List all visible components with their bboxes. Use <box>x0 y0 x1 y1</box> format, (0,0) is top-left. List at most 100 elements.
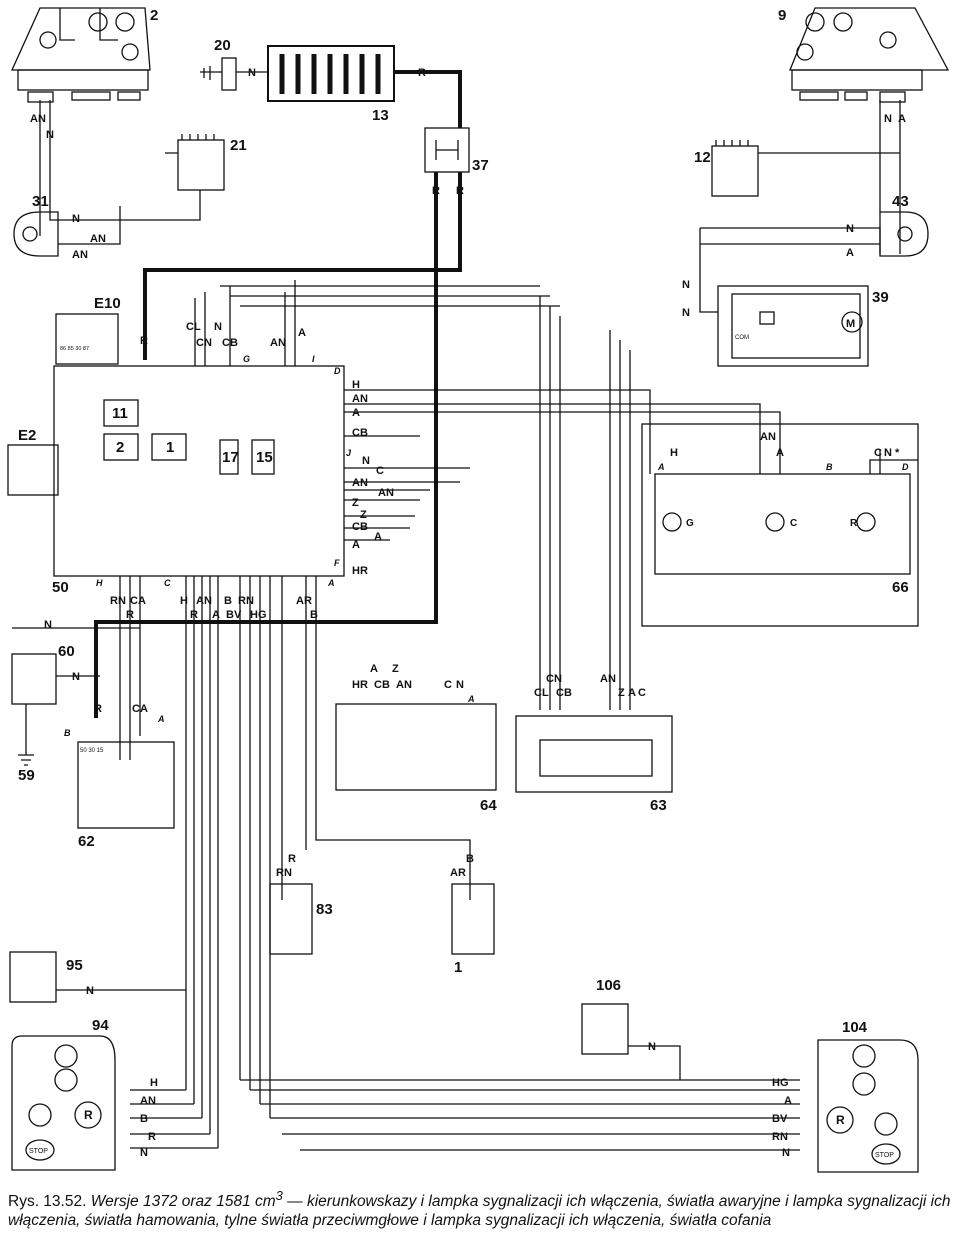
wire-hg2: HG <box>772 1077 789 1089</box>
wire-n12: N <box>846 223 854 235</box>
wire-a9: A <box>628 687 636 699</box>
conn-a3: A <box>467 694 475 704</box>
wire-a11: A <box>846 247 854 259</box>
label-31: 31 <box>32 193 49 210</box>
label-62: 62 <box>78 833 95 850</box>
wire-c: C <box>376 465 384 477</box>
reversing-light-switch-1 <box>451 883 495 955</box>
label-63: 63 <box>650 797 667 814</box>
wire-r6: R <box>94 703 102 715</box>
conn-b2: B <box>64 728 71 738</box>
wiring-diagram: 2 9 20 13 21 12 37 31 43 39 E10 E2 50 66… <box>7 7 950 1173</box>
flasher-unit-39 <box>717 285 869 367</box>
wire-z4: Z <box>618 687 625 699</box>
ground-connector-20 <box>200 57 268 91</box>
label-E10: E10 <box>94 295 121 312</box>
label-1: 1 <box>454 959 462 976</box>
wire-an7: AN <box>196 595 212 607</box>
caption-superscript: 3 <box>275 1188 283 1203</box>
wire-a6: A <box>776 447 784 459</box>
wire-a2: A <box>298 327 306 339</box>
wire-n9: N <box>140 1147 148 1159</box>
wire-c2: C <box>874 447 882 459</box>
E2-unit <box>7 444 59 496</box>
figure-caption: Rys. 13.52. Wersje 1372 oraz 1581 cm3 — … <box>8 1186 954 1230</box>
wire-an3: AN <box>352 393 368 405</box>
ignition-pins: 50 30 15 <box>80 748 104 754</box>
lamp-r: R <box>850 518 858 529</box>
steering-column-switch-50 <box>53 365 345 577</box>
wire-ca: CA <box>130 595 146 607</box>
wire-a3: A <box>352 407 360 419</box>
wire-n: N <box>46 129 54 141</box>
label-60: 60 <box>58 643 75 660</box>
battery-13 <box>267 45 462 128</box>
lamp-c: C <box>790 518 797 529</box>
sensor-60 <box>11 653 57 705</box>
wire-an5: AN <box>378 487 394 499</box>
label-39: 39 <box>872 289 889 306</box>
wire-an4: AN <box>352 477 368 489</box>
reverse-r-left: R <box>84 1108 93 1122</box>
wire-b3: B <box>466 853 474 865</box>
conn-h: H <box>96 578 103 588</box>
label-E2: E2 <box>18 427 36 444</box>
wire-cb: CB <box>222 337 238 349</box>
label-37: 37 <box>472 157 489 174</box>
wire-n2: N <box>214 321 222 333</box>
label-66: 66 <box>892 579 909 596</box>
wire-hr: HR <box>352 565 368 577</box>
wire-r-bat: R <box>418 67 426 79</box>
wire-hr2: HR <box>352 679 368 691</box>
stop-left: STOP <box>29 1148 48 1155</box>
wire-b: B <box>224 595 232 607</box>
label-11: 11 <box>112 405 128 422</box>
relay-pins: 86 85 30 87 <box>60 346 89 352</box>
wire-cn2: CN <box>546 673 562 685</box>
wire-c3: C <box>444 679 452 691</box>
label-94: 94 <box>92 1017 109 1034</box>
wire-r3: R <box>140 335 148 347</box>
wire-h4: H <box>150 1077 158 1089</box>
wire-a: A <box>898 113 906 125</box>
motor-m: M <box>846 318 855 330</box>
rear-fog-switch-63 <box>515 715 673 793</box>
wire-an12: AN <box>72 249 88 261</box>
conn-a: A <box>327 578 335 588</box>
stop-right: STOP <box>875 1152 894 1159</box>
label-20: 20 <box>214 37 231 54</box>
lamp-g: G <box>686 518 694 529</box>
label-21: 21 <box>230 137 247 154</box>
wire-r7: R <box>288 853 296 865</box>
label-106: 106 <box>596 977 621 994</box>
fuse-37 <box>94 127 470 718</box>
wire-n8: N <box>648 1041 656 1053</box>
label-inner-1: 1 <box>166 439 174 456</box>
wire-cb2: CB <box>352 427 368 439</box>
wire-n4: N <box>44 619 52 631</box>
conn-b: B <box>826 462 833 472</box>
wire-labels: AN N N A N R R R R CL N CN CB AN A H AN … <box>30 67 906 1159</box>
label-17: 17 <box>222 449 239 466</box>
wire-hg: HG <box>250 609 267 621</box>
wire-cl: CL <box>186 321 201 333</box>
rear-right-light-104 <box>817 1039 919 1173</box>
sensor-21 <box>177 139 225 191</box>
label-64: 64 <box>480 797 497 814</box>
label-50: 50 <box>52 579 69 596</box>
ignition-switch-62 <box>77 741 175 829</box>
wire-a5: A <box>352 539 360 551</box>
wire-an6: AN <box>760 431 776 443</box>
wire-n10: N <box>782 1147 790 1159</box>
caption-figure-number: Rys. 13.52. <box>8 1193 87 1211</box>
wire-an: AN <box>30 113 46 125</box>
wire-rn4: RN <box>772 1131 788 1143</box>
conn-j: J <box>346 448 352 458</box>
wire-b4: B <box>140 1113 148 1125</box>
conn-d2: D <box>902 462 909 472</box>
wire-ar2: AR <box>450 867 466 879</box>
label-13: 13 <box>372 107 389 124</box>
wire-an8: AN <box>396 679 412 691</box>
wire-h2: H <box>670 447 678 459</box>
wire-n6: N <box>456 679 464 691</box>
